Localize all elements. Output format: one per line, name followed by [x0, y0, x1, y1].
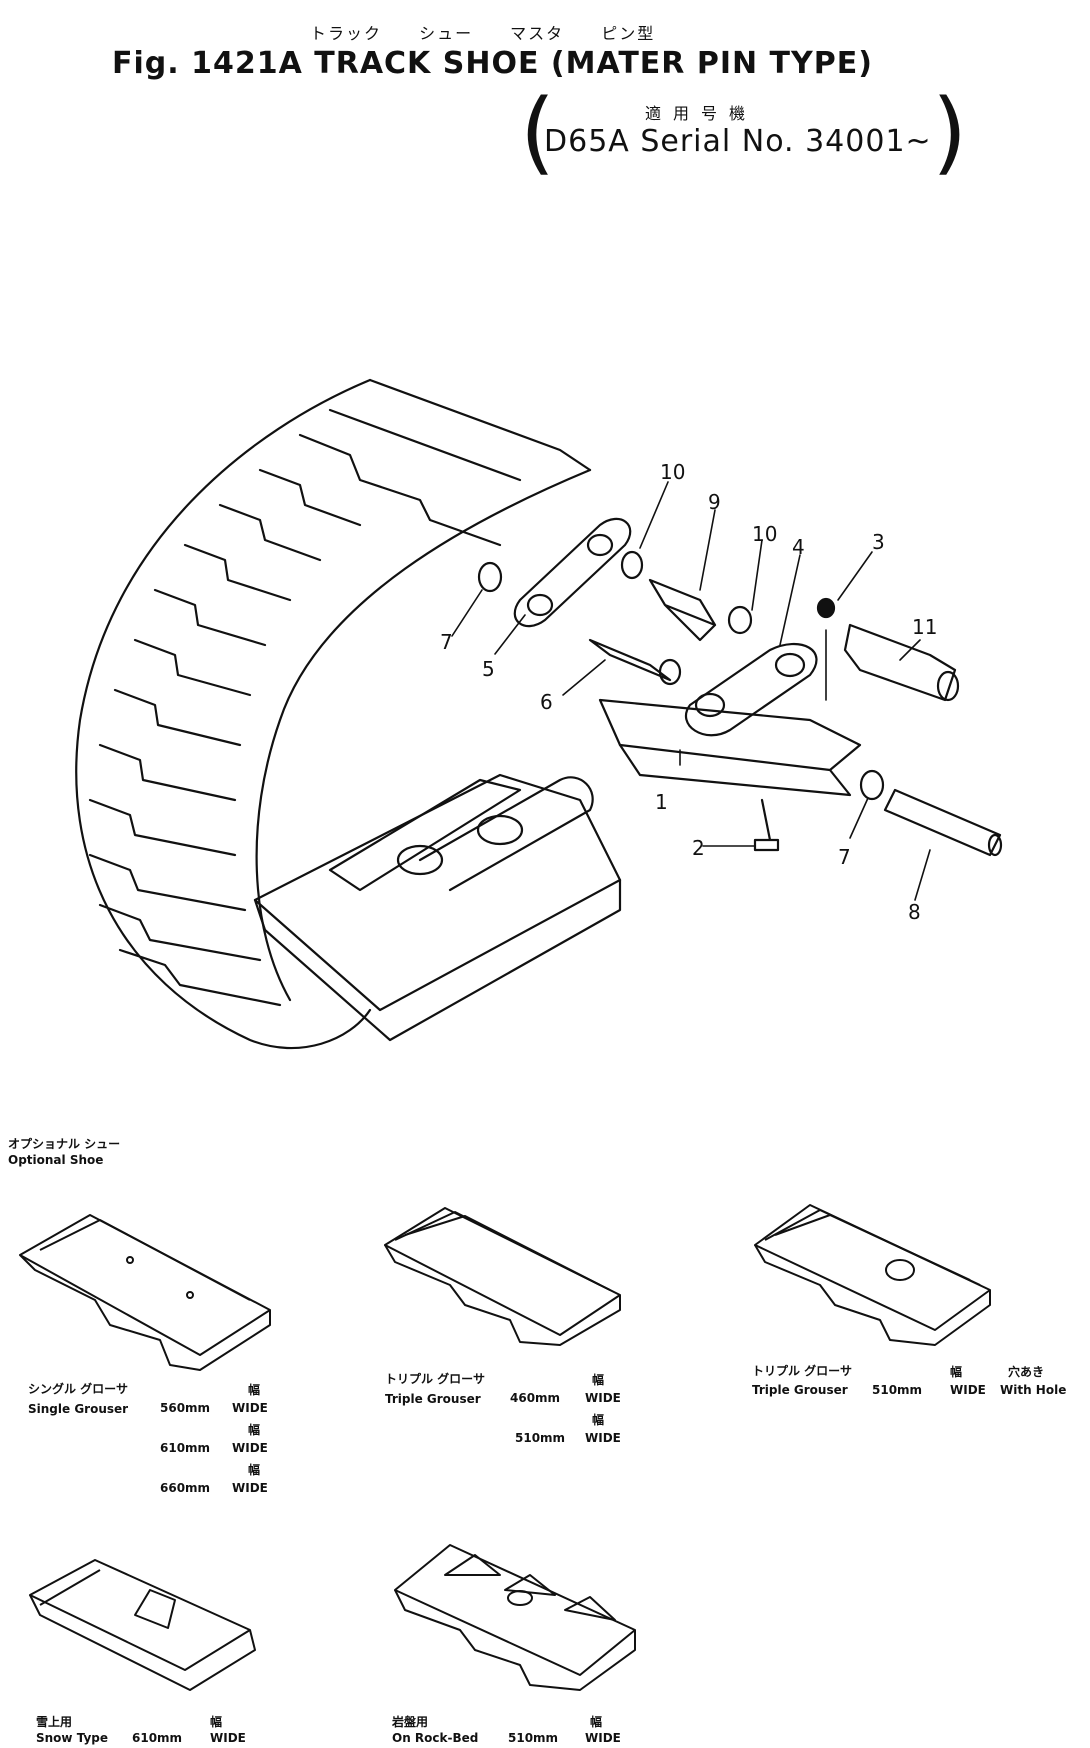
part-6-bushing [590, 640, 670, 680]
triple-width-jp-1: 幅 [592, 1373, 605, 1387]
callout-4: 4 [792, 535, 805, 559]
triple-width-2: 510mm [515, 1431, 566, 1445]
serial-range: D65A Serial No. 34001~ [544, 124, 932, 159]
callout-2: 2 [692, 836, 705, 860]
triple-width-jp-2: 幅 [592, 1413, 605, 1427]
track-loop-outer [76, 380, 370, 1048]
callout-1: 1 [655, 790, 668, 814]
part-1-shoe-plate [600, 700, 860, 770]
single-grouser-shoe [20, 1215, 270, 1370]
part-3-nut [818, 599, 834, 617]
single-grouser-name: Single Grouser [28, 1402, 129, 1416]
callout-5: 5 [482, 657, 495, 681]
paren-right: ) [932, 80, 968, 185]
callout-8: 8 [908, 900, 921, 924]
snow-type-name: Snow Type [36, 1731, 109, 1745]
rock-width-jp: 幅 [590, 1715, 603, 1729]
single-wide-3: WIDE [232, 1481, 268, 1495]
triple-grouser-hole-shoe [755, 1205, 990, 1345]
rock-bed-name: On Rock-Bed [392, 1731, 479, 1745]
single-width-2: 610mm [160, 1441, 211, 1455]
triple-grouser-name: Triple Grouser [385, 1392, 481, 1406]
triple-wide-1: WIDE [585, 1391, 621, 1405]
optional-shoe-jp: オプショナル シュー [8, 1137, 121, 1151]
triple-hole-jp: トリプル グローサ [752, 1364, 852, 1378]
callout-7b: 7 [838, 845, 851, 869]
callout-9: 9 [708, 490, 721, 514]
snow-wide: WIDE [210, 1731, 246, 1745]
triple-hole-width: 510mm [872, 1383, 923, 1397]
callout-10a: 10 [660, 460, 686, 484]
part-7b-washer [861, 771, 883, 799]
triple-hole-wide: WIDE [950, 1383, 986, 1397]
paren-left: ( [520, 80, 556, 185]
part-4-link [686, 644, 816, 735]
single-width-jp-3: 幅 [248, 1463, 261, 1477]
part-5-link [515, 519, 630, 626]
single-width-1: 560mm [160, 1401, 211, 1415]
triple-width-1: 460mm [510, 1391, 561, 1405]
part-7a-washer [479, 563, 501, 591]
part-10a-seal [622, 552, 642, 578]
applicable-jp: 適用号機 [645, 104, 758, 123]
single-wide-2: WIDE [232, 1441, 268, 1455]
rock-wide: WIDE [585, 1731, 621, 1745]
single-wide-1: WIDE [232, 1401, 268, 1415]
triple-grouser-jp: トリプル グローサ [385, 1372, 485, 1386]
callout-10b: 10 [752, 522, 778, 546]
triple-hole-hole-jp: 穴あき [1008, 1365, 1045, 1379]
triple-hole-name: Triple Grouser [752, 1383, 848, 1397]
part-8-pin [885, 790, 1000, 855]
leader-lines [452, 482, 930, 900]
snow-width-jp: 幅 [210, 1715, 223, 1729]
callout-3: 3 [872, 530, 885, 554]
snow-type-jp: 雪上用 [36, 1715, 73, 1729]
callout-7a: 7 [440, 630, 453, 654]
callout-11: 11 [912, 615, 938, 639]
single-grouser-jp: シングル グローサ [28, 1382, 128, 1396]
triple-wide-2: WIDE [585, 1431, 621, 1445]
rock-width: 510mm [508, 1731, 559, 1745]
rock-bed-jp: 岩盤用 [392, 1715, 429, 1729]
snow-type-shoe [30, 1560, 255, 1690]
rock-bed-shoe [395, 1545, 635, 1690]
part-9-bushing [650, 580, 715, 640]
triple-grouser-shoe [385, 1208, 620, 1345]
optional-shoe-heading: オプショナル シュー Optional Shoe [8, 1136, 120, 1168]
triple-hole-hole: With Hole [1000, 1383, 1067, 1397]
figure-title: Fig. 1421A TRACK SHOE (MATER PIN TYPE) [112, 46, 873, 81]
optional-shoe-en: Optional Shoe [8, 1153, 104, 1168]
track-grousers [90, 380, 590, 1005]
single-width-3: 660mm [160, 1481, 211, 1495]
single-width-jp-2: 幅 [248, 1423, 261, 1437]
triple-hole-width-jp: 幅 [950, 1365, 963, 1379]
title-jp: トラック シュー マスタ ピン型 [310, 24, 656, 43]
part-10b-seal [729, 607, 751, 633]
snow-width: 610mm [132, 1731, 183, 1745]
callout-6: 6 [540, 690, 553, 714]
lower-track-segment [255, 775, 620, 1040]
single-width-jp-1: 幅 [248, 1383, 261, 1397]
